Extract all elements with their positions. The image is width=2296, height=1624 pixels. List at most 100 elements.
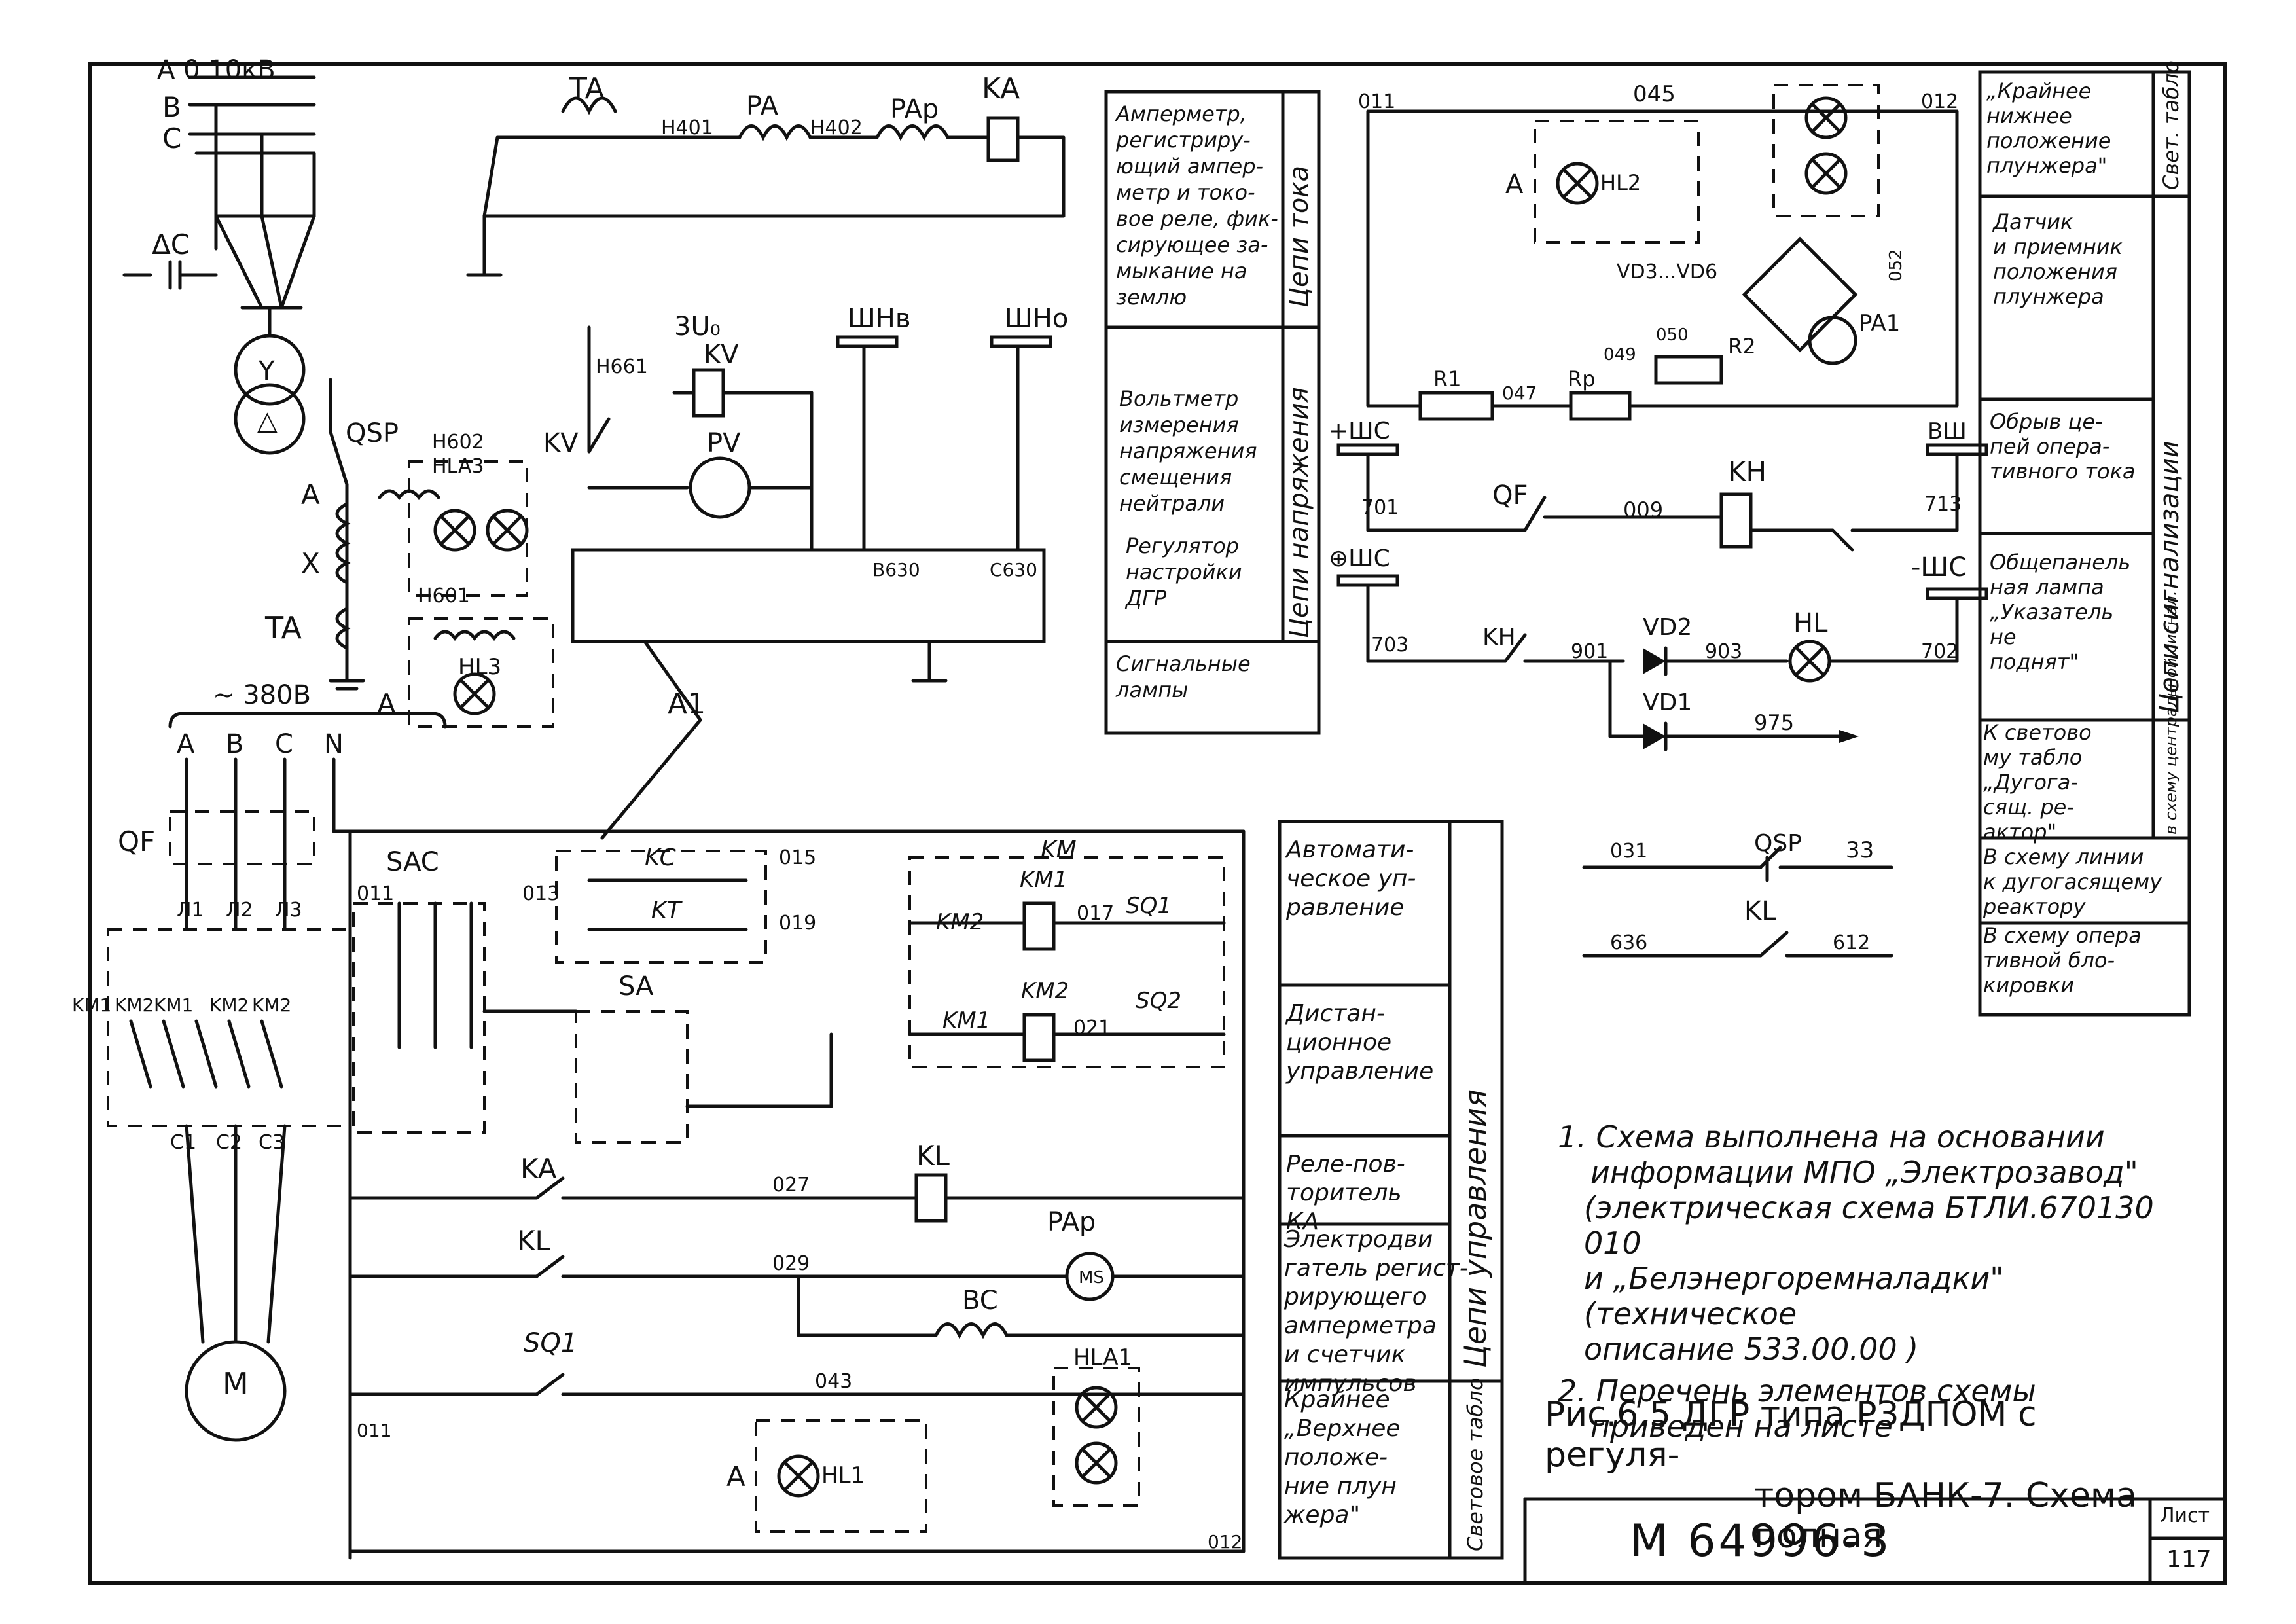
pa-label: PA [746,91,779,121]
legend-right-line: положения [1993,259,2117,284]
r050-label: 050 [1656,325,1689,345]
r045-label: 045 [1633,81,1676,107]
legend-top-line: нейтрали [1119,491,1225,516]
legend-bottom-line: Крайнее [1284,1386,1390,1413]
w019-label: 019 [779,912,816,935]
legend-right-line: В схему опера [1983,923,2142,948]
motor-label: M [223,1366,249,1401]
power-bus: A 0 10кВ B C [157,55,316,155]
caption-line-2: тором БАНК-7. Схема полная [1754,1476,2138,1556]
c3-label: C3 [259,1131,285,1154]
h601-label: Н601 [418,585,470,607]
m636-label: 636 [1610,931,1647,954]
kh-label: KH [1728,456,1767,488]
legend-bottom-line: и счетчик [1284,1341,1406,1368]
legend-bottom-line: рирующего [1283,1284,1427,1310]
note-line: и „Белэнергоремналадки" (техническое [1584,1261,2004,1331]
legend-bottom-line: равление [1285,894,1404,921]
sheet-number: 117 [2166,1546,2212,1573]
legend-top-line: лампы [1115,677,1188,702]
r703-label: 703 [1371,634,1408,657]
c1-label: C1 [170,1131,196,1154]
legend-top-line: измерения [1119,412,1239,437]
r052-label: 052 [1886,249,1906,281]
w021-label: 021 [1073,1017,1111,1039]
par-ctrl-label: PAр [1047,1207,1096,1237]
a1-label: A1 [668,687,706,721]
r2-label: R2 [1728,334,1756,359]
legend-bottom-text: Автомати-ческое уп-равлениеДистан-ционно… [1283,837,1493,1551]
legend-bottom-line: „Верхнее [1284,1415,1401,1442]
w015-label: 015 [779,846,816,869]
kv-coil-label: KV [704,340,739,370]
rp-label: Rр [1568,367,1596,391]
legend-right-line: актор" [1983,820,2056,844]
hla3-label: HLA3 [432,455,484,478]
km-row-4: KM2 [252,994,291,1016]
hl2-a-label: A [1505,170,1524,200]
legend-bottom-line: жера" [1283,1502,1360,1528]
right-top-circuit: 011 045 012 HL2 A VD3...VD6 052 PA1 R1 0… [1358,81,1959,421]
legend-right-line: к дугогасящему [1983,869,2162,894]
legend-right-line: „Дугога- [1983,770,2078,795]
note-line: (электрическая схема БТЛИ.670130 010 [1584,1190,2154,1261]
legend-bottom-line: положе- [1284,1444,1388,1471]
km-row-3: KM2 [209,994,249,1016]
ka-ctrl-label: KA [520,1153,557,1185]
legend-right-line: тивного тока [1990,459,2136,484]
legend-top-line: сирующее за- [1116,232,1268,257]
legend-bottom-table [1278,820,1504,1560]
vd-bridge-label: VD3...VD6 [1617,261,1717,283]
caption-line-1: Рис.6.5 ДГР типа РЗДПОМ с регуля- [1545,1395,2037,1475]
legend-top-line: Регулятор [1126,533,1239,558]
v380-label: ~ 380В [213,680,311,710]
kl-label: KL [916,1140,950,1172]
legend-right-line: му табло [1983,745,2082,770]
qf-right-label: QF [1492,480,1528,511]
legend-bottom-line: амперметра [1284,1312,1437,1339]
legend-top-line: регистриру- [1115,128,1251,153]
legend-top-line: метр и токо- [1116,180,1255,205]
hl-label: HL [1793,608,1828,638]
legend-bottom-line: управление [1285,1058,1433,1085]
sheet-label: Лист [2160,1504,2210,1527]
group-current-label: Цепи тока [1284,166,1314,308]
v630-label: В630 [872,559,920,581]
right-misc-contacts: 031 QSP 33 KL 636 612 [1582,830,1893,958]
legend-bottom-line: Реле-пов- [1286,1151,1405,1178]
note-line: 1. Схема выполнена на основании [1558,1119,2105,1155]
legend-bottom-line: ческое уп- [1286,865,1416,892]
minus-shc-label: -ШС [1911,552,1967,583]
legend-right-line: положение [1986,128,2111,153]
r1-label: R1 [1433,367,1462,391]
legend-top-table [1104,90,1321,735]
legend-right-text: „Крайнеенижнееположениеплунжера"Датчики … [1982,60,2185,998]
group-signal-label: Цепи сигнализации [2155,441,2185,713]
w011-bottom-label: 011 [357,1420,391,1441]
voltage-circuit: 3U₀ KV Н661 KV PV ШНв ШНо В630 С630 A1 [543,304,1068,840]
legend-right-line: кировки [1983,973,2074,998]
km-row-0: KM1 [72,994,111,1016]
par-label: PAр [890,94,939,124]
qsp-label: QSP [346,418,399,448]
legend-bottom-line: КА [1286,1208,1319,1235]
sheet-frame [88,62,2227,1585]
drawing-code: М 64996-3 [1630,1515,1892,1567]
legend-top-line: землю [1116,285,1187,310]
group-central-signal-label: в схему центральной сигнал. [2162,591,2180,835]
s630-label: С630 [990,559,1037,581]
legend-bottom-line: торитель [1286,1180,1402,1206]
w011-label: 011 [357,882,394,905]
bc-label: BC [962,1286,998,1316]
pv-label: PV [707,428,741,458]
h401-label: Н401 [661,117,713,139]
hla3-lamps: Н602 HLA3 Н601 HL3 [378,431,554,728]
legend-top-line: мыкание на [1116,259,1247,283]
plus-shc-label: +ШС [1329,418,1390,444]
legend-right-line: плунжера" [1986,153,2107,178]
legend-top-line: Сигнальные [1116,651,1251,676]
group-voltage-label: Цепи напряжения [1284,387,1314,638]
legend-right-line: ная лампа [1990,575,2104,600]
legend-right-line: Обрыв це- [1990,409,2103,434]
ta-lower-label: TA [264,610,302,645]
